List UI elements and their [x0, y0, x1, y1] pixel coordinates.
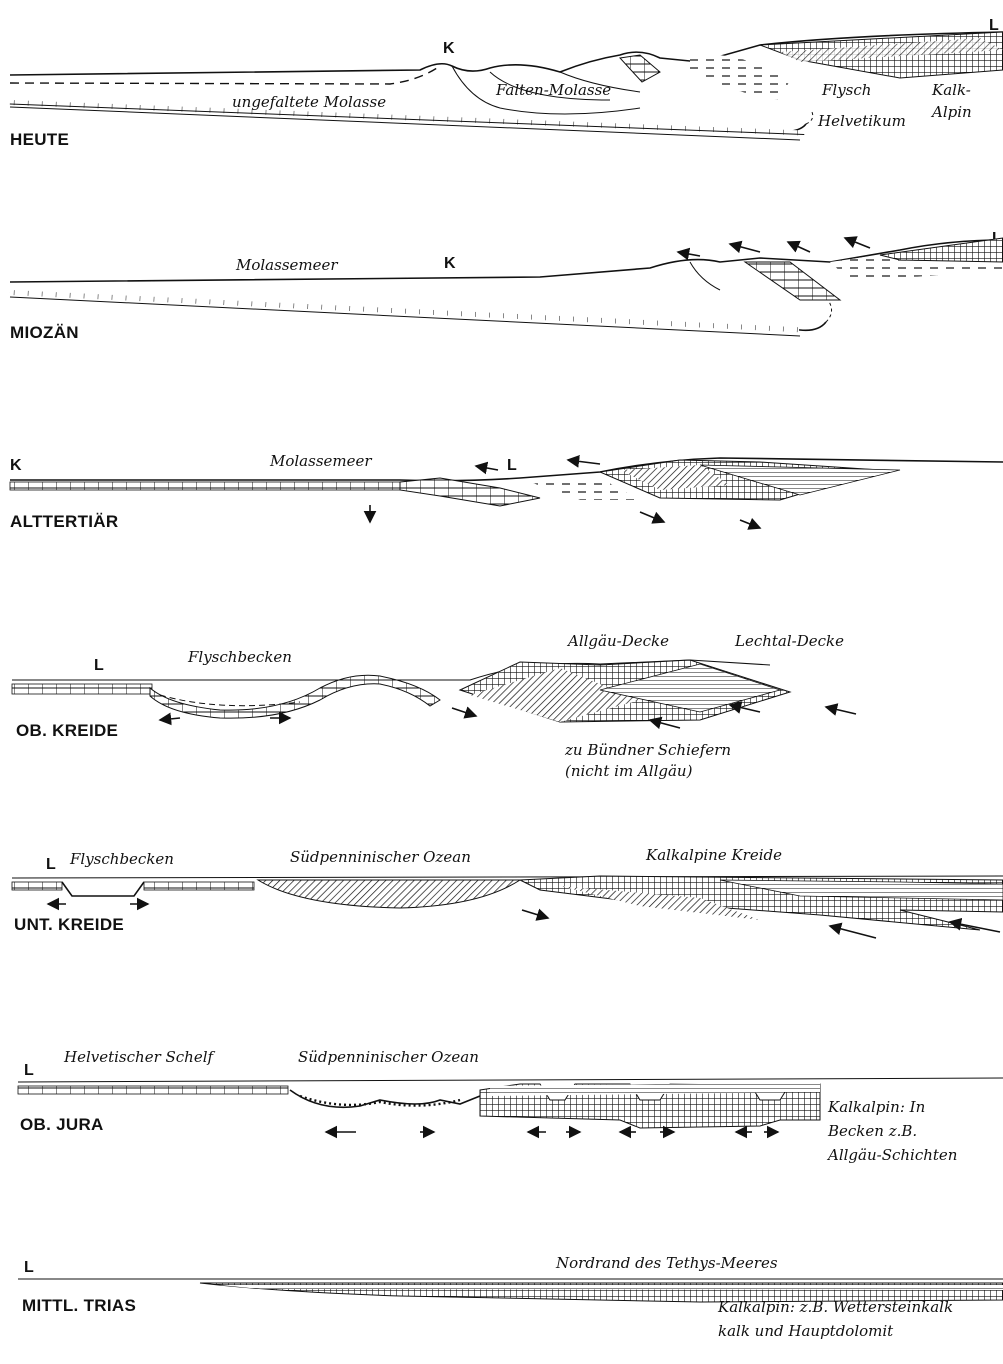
label-kalkalpin-wettersteinkalk: Kalkalpin: z.B. Wettersteinkalk: [717, 1298, 953, 1316]
label-nordrand-tethys: Nordrand des Tethys-Meeres: [555, 1254, 778, 1272]
label-flyschbecken: Flyschbecken: [69, 850, 174, 868]
label-nicht-im-allgaeu: (nicht im Allgäu): [565, 762, 693, 780]
label-suedpenninischer-ozean: Südpenninischer Ozean: [290, 848, 471, 866]
label-allgaeu-decke: Allgäu-Decke: [566, 632, 669, 650]
arrow-icon: [640, 512, 664, 522]
marker-l: L: [24, 1259, 34, 1276]
marker-k: K: [443, 40, 455, 57]
arrow-icon: [788, 242, 810, 252]
label-allgaeu-schichten: Allgäu-Schichten: [826, 1146, 957, 1164]
label-helvetischer-schelf: Helvetischer Schelf: [63, 1048, 216, 1066]
arrow-icon: [830, 926, 876, 938]
label-kalkalpin-in: Kalkalpin: In: [827, 1098, 925, 1116]
label-becken-zb: Becken z.B.: [827, 1122, 917, 1140]
marker-l: L: [46, 856, 56, 873]
label-buendner-schiefern: zu Bündner Schiefern: [564, 741, 731, 759]
label-alpin: Alpin: [930, 103, 972, 121]
period-label: UNT. KREIDE: [14, 915, 124, 934]
period-label: OB. KREIDE: [16, 721, 118, 740]
section-unt-kreide: UNT. KREIDE L Flyschbecken Südpenninisch…: [12, 846, 1003, 938]
arrow-icon: [845, 238, 870, 248]
marker-l: L: [94, 657, 104, 674]
label-flysch: Flysch: [821, 81, 871, 99]
arrow-icon: [522, 910, 548, 918]
label-lechtal-decke: Lechtal-Decke: [734, 632, 844, 650]
label-ungefaltete-molasse: ungefaltete Molasse: [232, 93, 386, 111]
label-flyschbecken: Flyschbecken: [187, 648, 292, 666]
section-ob-kreide: OB. KREIDE L Flyschbecken Allgäu-Decke L…: [12, 632, 856, 780]
label-helvetikum: Helvetikum: [817, 112, 906, 130]
arrow-icon: [730, 244, 760, 252]
period-label: ALTTERTIÄR: [10, 512, 118, 531]
period-label: HEUTE: [10, 130, 69, 149]
period-label: OB. JURA: [20, 1115, 104, 1134]
label-kalkalpine-kreide: Kalkalpine Kreide: [645, 846, 782, 864]
arrow-icon: [650, 720, 680, 728]
arrow-icon: [476, 466, 498, 470]
arrow-icon: [678, 252, 700, 256]
section-mittl-trias: MITTL. TRIAS L Nordrand des Tethys-Meere…: [18, 1254, 1003, 1340]
label-molassemeer: Molassemeer: [235, 256, 338, 274]
arrow-icon: [568, 460, 600, 464]
label-kalk: Kalk-: [931, 81, 971, 99]
section-miozaen: MIOZÄN K L Molassemeer: [10, 230, 1003, 342]
section-heute: HEUTE K L ungefaltete Molasse Falten-Mol…: [10, 17, 1003, 149]
label-falten-molasse: Falten-Molasse: [495, 81, 611, 99]
marker-l: L: [507, 457, 517, 474]
label-molassemeer: Molassemeer: [269, 452, 372, 470]
period-label: MITTL. TRIAS: [22, 1296, 136, 1315]
arrow-icon: [826, 707, 856, 714]
period-label: MIOZÄN: [10, 323, 79, 342]
section-alttertiaer: ALTTERTIÄR K L Molassemeer: [10, 452, 1003, 531]
marker-l: L: [24, 1062, 34, 1079]
arrow-icon: [160, 718, 180, 720]
marker-k: K: [444, 255, 456, 272]
arrow-icon: [452, 708, 476, 716]
section-ob-jura: OB. JURA L Helvetischer Schelf Südpennin…: [18, 1048, 1003, 1164]
marker-k: K: [10, 457, 22, 474]
label-suedpenninischer-ozean: Südpenninischer Ozean: [298, 1048, 479, 1066]
arrow-icon: [740, 520, 760, 528]
label-hauptdolomit: kalk und Hauptdolomit: [718, 1322, 894, 1340]
